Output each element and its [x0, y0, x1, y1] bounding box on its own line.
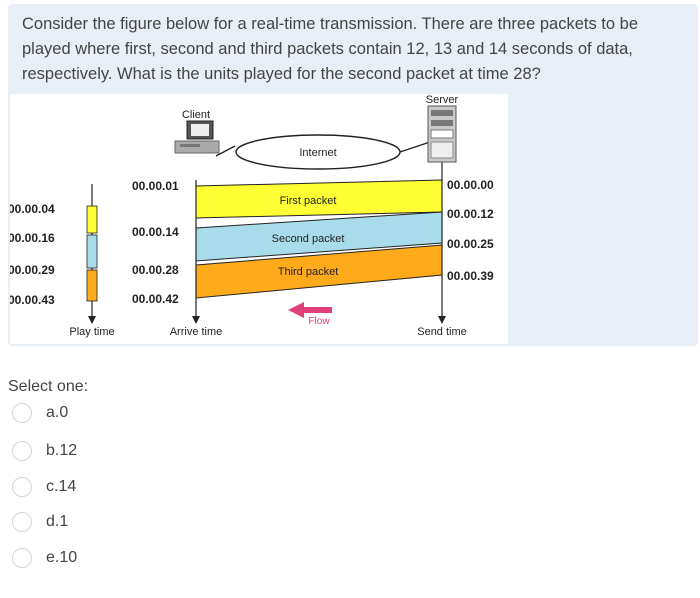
- option-d[interactable]: d.1: [12, 510, 68, 534]
- third-packet-label: Third packet: [278, 266, 339, 278]
- question-line: respectively. What is the units played f…: [22, 65, 541, 83]
- option-label: b.12: [46, 442, 78, 459]
- server-icon: [427, 105, 457, 163]
- radio-button[interactable]: [12, 512, 32, 532]
- send-time-tick: 00.00.25: [447, 237, 494, 251]
- internet-label: Internet: [299, 147, 336, 159]
- client-label: Client: [182, 109, 210, 121]
- client-computer-icon: [174, 120, 220, 154]
- question-text: Consider the figure below for a real-tim…: [22, 12, 682, 87]
- radio-button[interactable]: [12, 548, 32, 568]
- transmission-diagram: Server Client Internet First packet Seco…: [8, 94, 494, 338]
- transmission-figure: Server Client Internet First packet Seco…: [8, 94, 508, 344]
- option-a[interactable]: a.0: [12, 401, 68, 425]
- play-time-tick: 00.00.29: [10, 263, 55, 277]
- option-c[interactable]: c.14: [12, 475, 76, 499]
- play-time-tick: 00.00.16: [10, 231, 55, 245]
- first-packet-label: First packet: [280, 195, 337, 207]
- arrive-time-tick: 00.00.01: [132, 179, 179, 193]
- second-packet-label: Second packet: [272, 233, 345, 245]
- send-time-tick: 00.00.39: [447, 269, 494, 283]
- radio-button[interactable]: [12, 403, 32, 423]
- question-line: played where first, second and third pac…: [22, 40, 633, 58]
- option-label: c.14: [46, 478, 77, 495]
- send-time-tick: 00.00.00: [447, 178, 494, 192]
- play-time-tick: 00.00.43: [10, 293, 55, 307]
- radio-button[interactable]: [12, 477, 32, 497]
- arrive-time-axis-label: Arrive time: [170, 326, 223, 338]
- option-label: e.10: [46, 549, 78, 566]
- option-label: a.0: [46, 404, 69, 421]
- play-time-tick: 00.00.04: [10, 202, 55, 216]
- flow-arrow-icon: [288, 302, 332, 318]
- radio-button[interactable]: [12, 441, 32, 461]
- arrive-time-tick: 00.00.14: [132, 225, 179, 239]
- select-one-label: Select one:: [8, 378, 89, 395]
- arrive-time-tick: 00.00.28: [132, 263, 179, 277]
- option-e[interactable]: e.10: [12, 546, 77, 570]
- flow-label: Flow: [308, 316, 330, 327]
- server-label: Server: [426, 94, 459, 106]
- option-b[interactable]: b.12: [12, 439, 77, 463]
- question-line: Consider the figure below for a real-tim…: [22, 15, 638, 33]
- send-time-axis-label: Send time: [417, 326, 467, 338]
- send-time-tick: 00.00.12: [447, 207, 494, 221]
- arrive-time-tick: 00.00.42: [132, 292, 179, 306]
- option-label: d.1: [46, 513, 69, 530]
- play-time-axis-label: Play time: [69, 326, 114, 338]
